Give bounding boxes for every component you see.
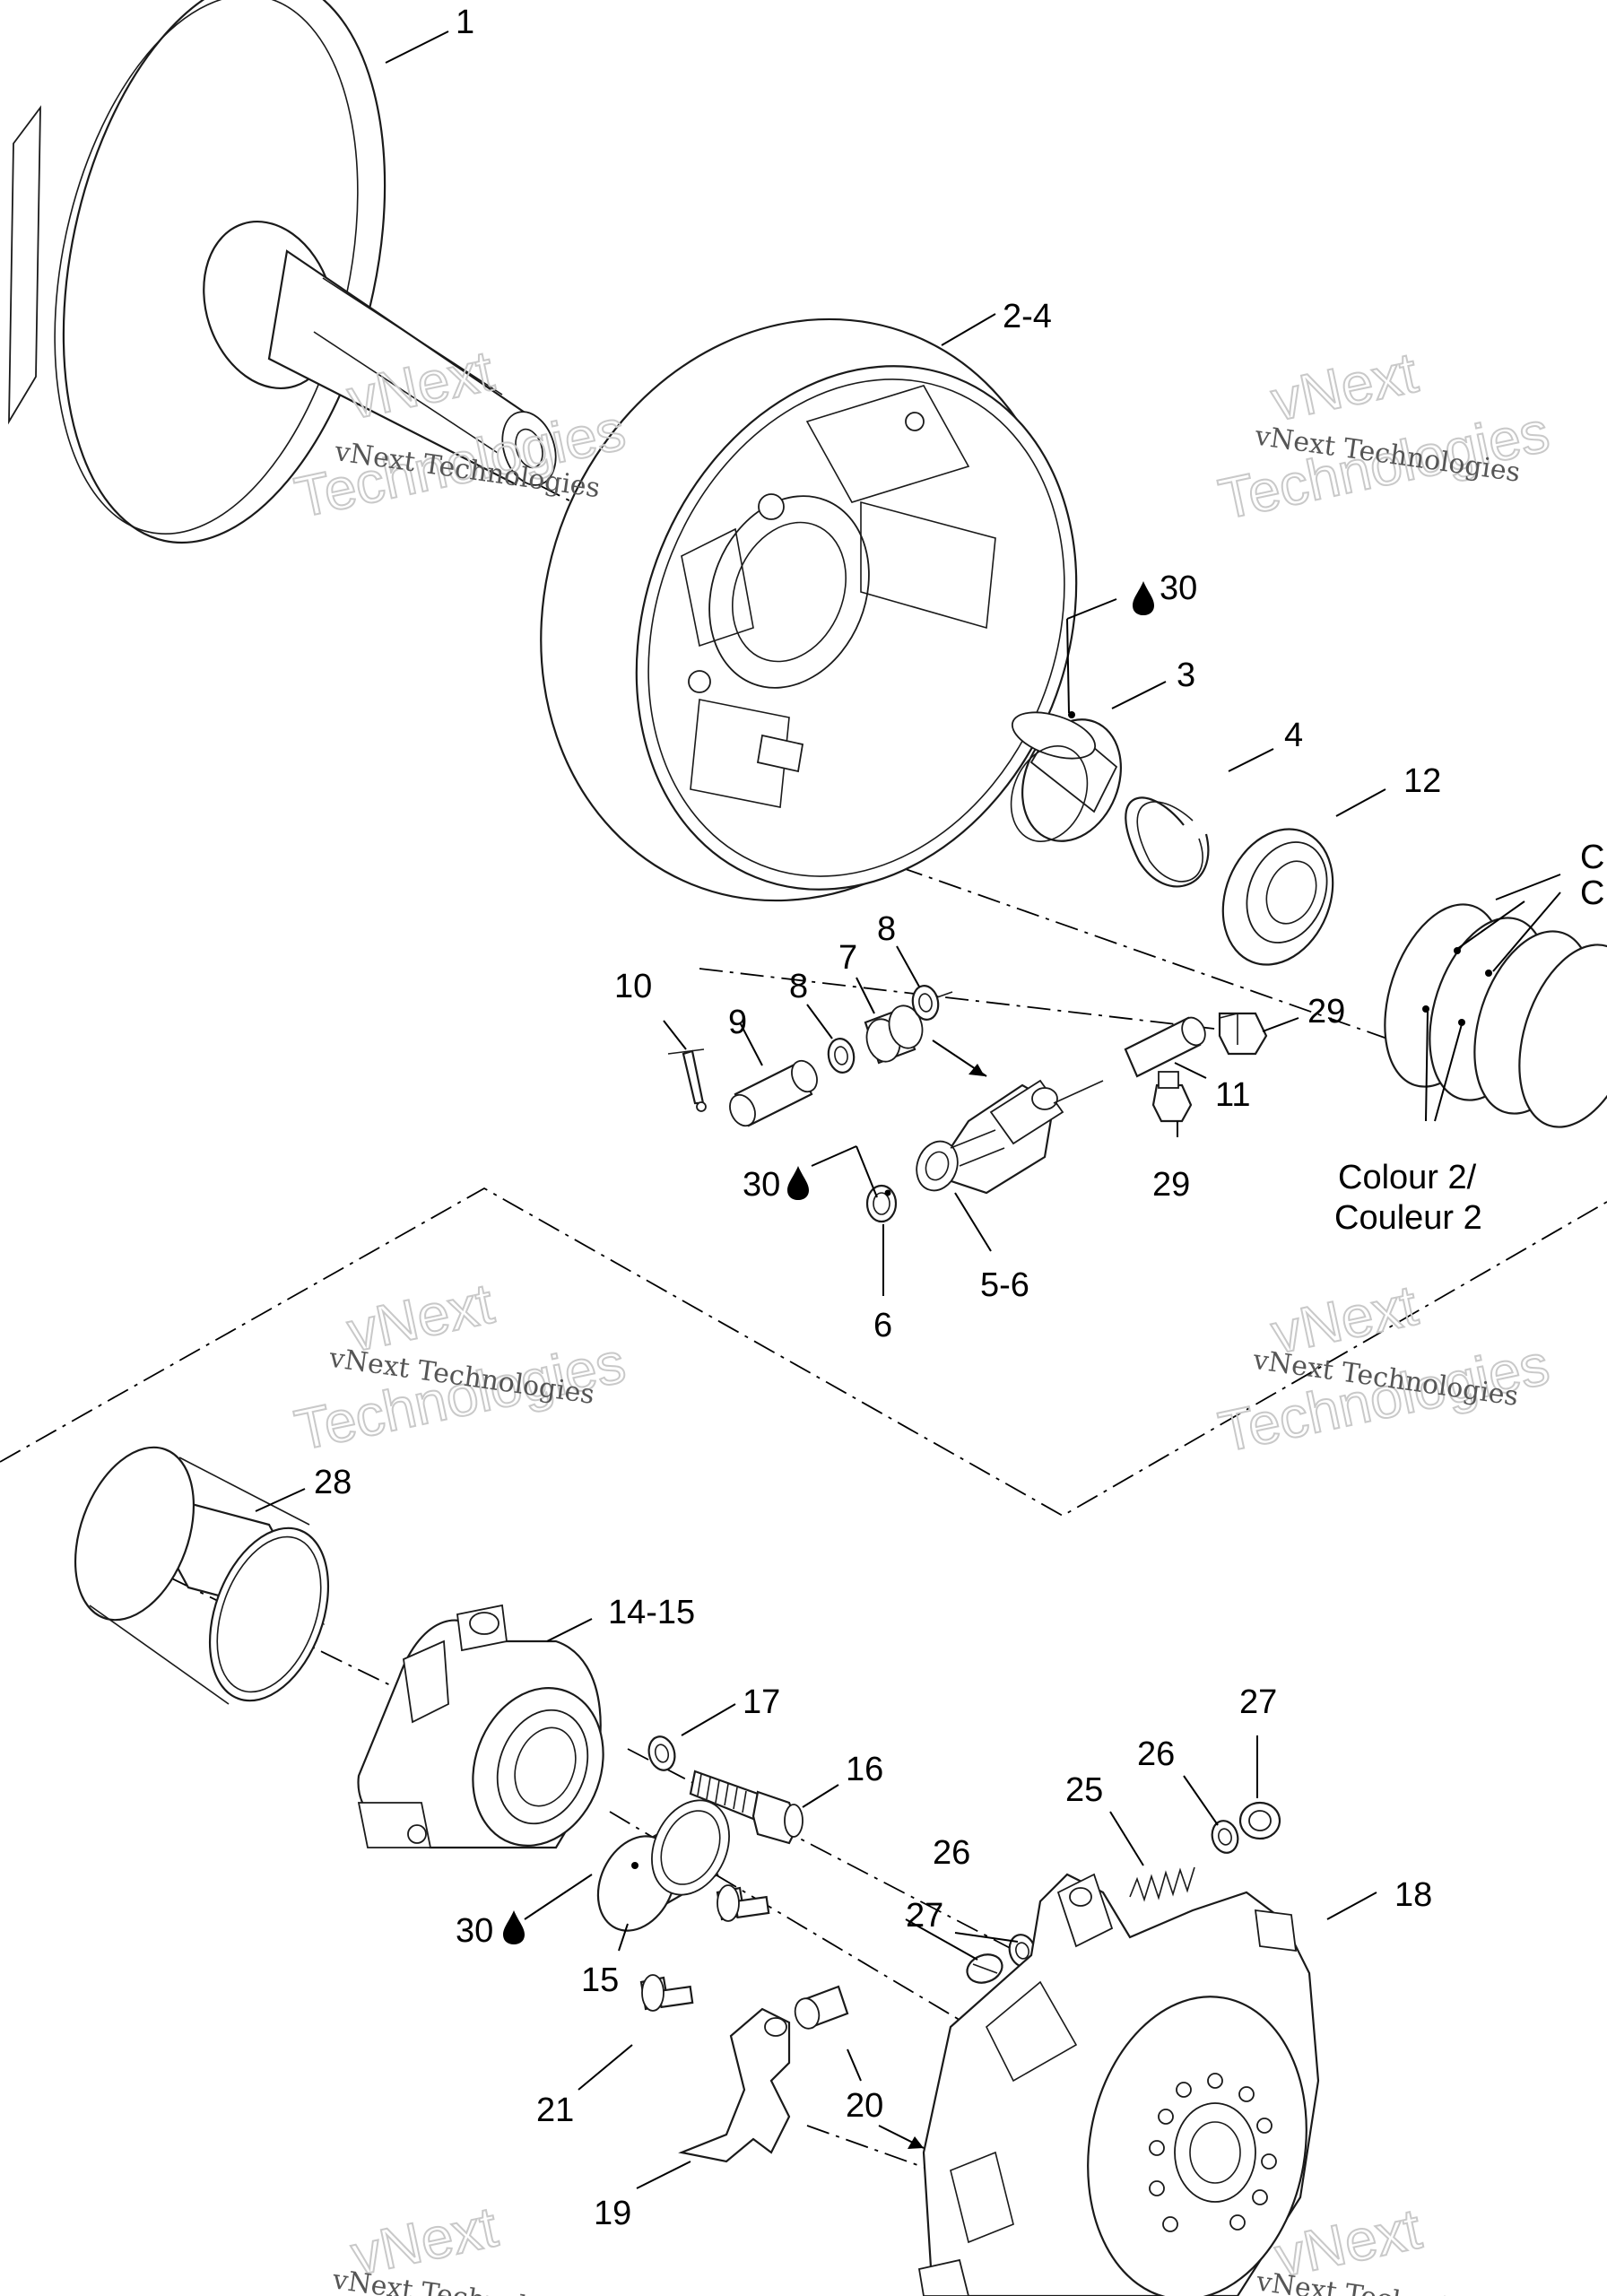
part-11-pin — [1124, 1016, 1206, 1078]
callout-17: 17 — [743, 1683, 780, 1721]
svg-text:vNext Technologies: vNext Technologies — [1254, 2266, 1524, 2296]
part-8-washer-left — [827, 1038, 856, 1074]
callout-8-left: 8 — [789, 968, 808, 1005]
callout-colour2-line2: Couleur 2 — [1334, 1199, 1482, 1237]
callout-4: 4 — [1284, 717, 1303, 754]
callout-29-lower: 29 — [1152, 1166, 1190, 1204]
part-4-circlip — [1125, 796, 1210, 888]
callout-20: 20 — [846, 2087, 883, 2125]
part-17-washer — [647, 1735, 676, 1771]
callout-8-right: 8 — [877, 910, 896, 948]
callout-6: 6 — [873, 1307, 892, 1344]
part-15-bushing — [596, 1799, 730, 1932]
part-14-15-spider — [357, 1604, 604, 1849]
part-3-bushing — [1010, 711, 1122, 842]
part-6-bushing — [865, 1184, 898, 1223]
part-8-washer-right — [911, 985, 953, 1021]
callout-27-lower: 27 — [906, 1897, 943, 1935]
callout-29-upper: 29 — [1307, 993, 1345, 1031]
part-18-governor-cup — [917, 1873, 1320, 2296]
part-29-screw-lower — [1151, 1071, 1193, 1123]
part-21-bolts — [639, 1884, 770, 2012]
part-5-6-slider-shoe — [916, 1079, 1104, 1195]
watermark-middle-right: vNext Technologies vNext Technologies — [1212, 1272, 1555, 1465]
callout-10: 10 — [614, 968, 652, 1005]
callout-25: 25 — [1065, 1771, 1103, 1809]
callout-colour1-b: C — [1580, 874, 1604, 912]
part-26-washer-upper — [1211, 1820, 1239, 1854]
callout-colour2-line1: Colour 2/ — [1338, 1159, 1477, 1196]
callout-2-4: 2-4 — [1003, 298, 1052, 335]
callout-colour1-a: C — [1580, 839, 1604, 876]
callout-5-6: 5-6 — [980, 1266, 1029, 1304]
spring — [1384, 903, 1607, 1128]
callout-1: 1 — [456, 4, 474, 41]
svg-text:vNext Technologies: vNext Technologies — [330, 2264, 600, 2296]
callout-3: 3 — [1177, 657, 1195, 694]
watermark-middle-left: vNext Technologies vNext Technologies — [289, 1270, 631, 1464]
part-28-bushing — [74, 1446, 330, 1705]
watermark-top-right: vNext Technologies vNext Technologies — [1212, 339, 1555, 533]
callout-28: 28 — [314, 1464, 352, 1501]
callout-15: 15 — [581, 1961, 619, 1999]
leader-lines — [255, 30, 1561, 2189]
watermark-bottom-left: vNext vNext Technologies — [330, 2193, 600, 2296]
part-16-bolt — [689, 1770, 804, 1845]
part-1-sheave — [8, 0, 557, 544]
part-27-nut-upper — [1238, 1801, 1281, 1840]
part-9-pin — [729, 1059, 818, 1127]
callout-labels: 1 2-4 30 3 4 12 C C 29 11 29 Colour 2/ C… — [314, 4, 1604, 2232]
part-7-roller — [864, 1004, 924, 1065]
callout-30-bottom: 30 — [456, 1912, 493, 1950]
part-10-cotter-pin — [667, 1048, 707, 1112]
callout-30-middle: 30 — [743, 1166, 780, 1204]
callout-21: 21 — [536, 2092, 574, 2129]
callout-30-top: 30 — [1160, 570, 1197, 607]
oil-drop-icon — [787, 1166, 809, 1200]
callout-7: 7 — [838, 939, 857, 977]
part-2-4-movable-sheave — [540, 317, 1078, 902]
callout-18: 18 — [1394, 1876, 1432, 1914]
hub-bolt-holes — [1149, 2073, 1277, 2232]
callout-12: 12 — [1403, 762, 1441, 800]
oil-drop-icon — [1133, 581, 1154, 615]
callout-16: 16 — [846, 1751, 883, 1788]
svg-text:vNext: vNext — [1266, 340, 1423, 433]
callout-19: 19 — [594, 2195, 631, 2232]
part-27-nut-lower — [966, 1953, 1003, 1984]
part-12-spring-cup — [1221, 828, 1334, 966]
part-29-screw-upper — [1218, 1012, 1268, 1056]
callout-14-15: 14-15 — [608, 1594, 695, 1631]
callout-27-upper: 27 — [1239, 1683, 1277, 1721]
part-25-spring — [1129, 1866, 1195, 1902]
callout-26-lower: 26 — [933, 1834, 970, 1872]
part-19-roller-arm — [678, 2007, 791, 2163]
callout-26-upper: 26 — [1137, 1735, 1175, 1773]
oil-drop-icon — [503, 1910, 525, 1944]
part-20-pin — [794, 1985, 849, 2030]
callout-11: 11 — [1215, 1076, 1250, 1114]
callout-9: 9 — [728, 1004, 747, 1041]
